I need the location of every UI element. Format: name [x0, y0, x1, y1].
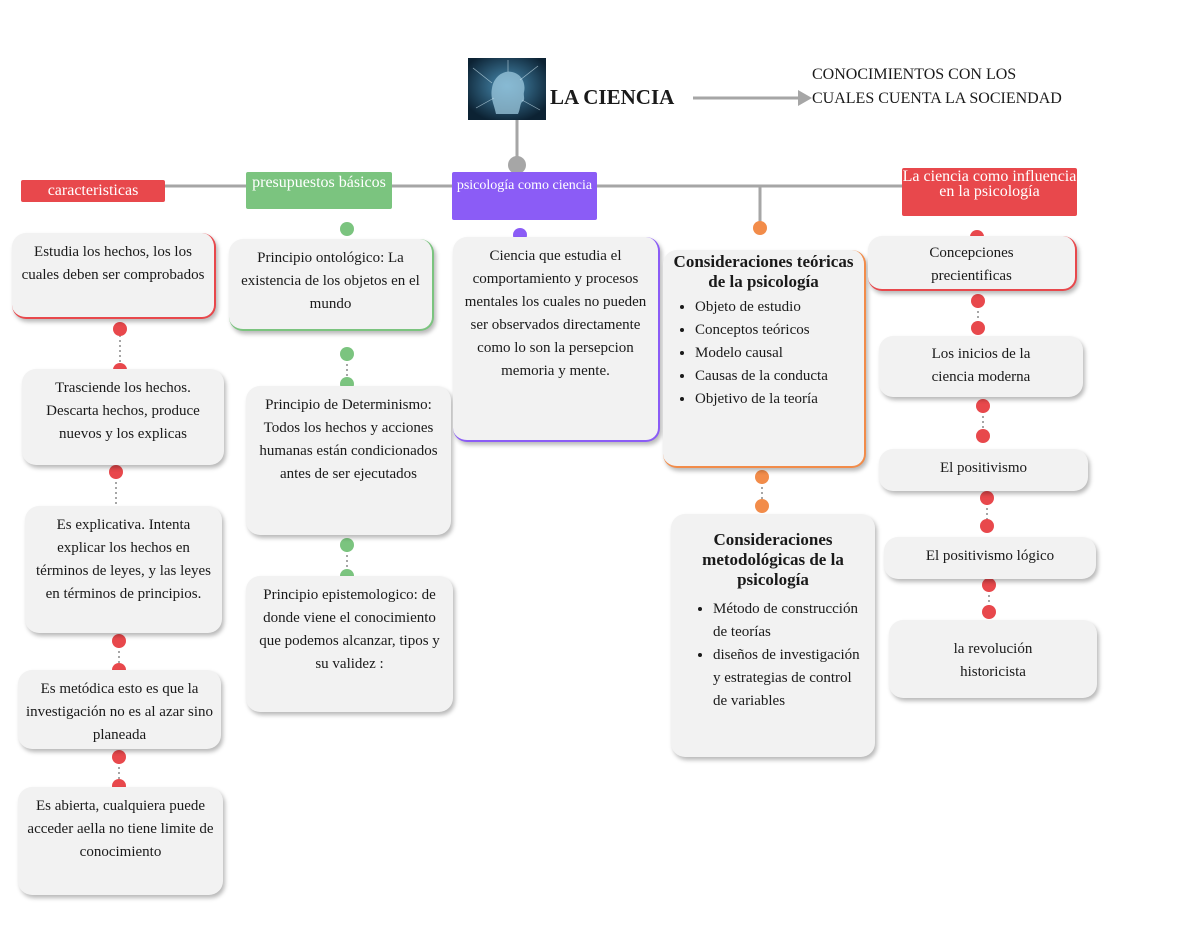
card-influencia-1: Concepciones precientificas: [868, 236, 1077, 291]
connector-dot: [980, 491, 994, 505]
list-item: Conceptos teóricos: [695, 319, 858, 342]
connector-dot: [971, 321, 985, 335]
list-item: Causas de la conducta: [695, 365, 858, 388]
teoricas-title: Consideraciones teóricas de la psicologí…: [673, 252, 854, 291]
card-consideraciones-metodologicas: Consideraciones metodológicas de la psic…: [671, 514, 875, 757]
header-psicologia: psicología como ciencia: [452, 172, 597, 220]
root-description: CONOCIMIENTOS CON LOS CUALES CUENTA LA S…: [812, 66, 1062, 107]
card-caracteristica-4: Es metódica esto es que la investigación…: [18, 670, 221, 749]
card-presupuesto-2: Principio de Determinismo: Todos los hec…: [246, 386, 451, 535]
orange-branch-dot: [753, 221, 767, 235]
card-influencia-2: Los inicios de la ciencia moderna: [879, 336, 1083, 397]
card-caracteristica-1: Estudia los hechos, los los cuales deben…: [12, 233, 216, 319]
connector-dot: [113, 322, 127, 336]
card-caracteristica-2: Trasciende los hechos. Descarta hechos, …: [22, 369, 224, 465]
green-connector-dot: [340, 222, 354, 236]
connector-dot: [755, 499, 769, 513]
card-caracteristica-5: Es abierta, cualquiera puede acceder ael…: [18, 787, 223, 895]
root-title: LA CIENCIA: [550, 85, 675, 109]
head-network-image: [468, 58, 546, 120]
header-influencia: La ciencia como influencia en la psicolo…: [902, 168, 1077, 216]
connector-dot: [112, 750, 126, 764]
card-presupuesto-3: Principio epistemologico: de donde viene…: [246, 576, 453, 712]
card-presupuesto-1: Principio ontológico: La existencia de l…: [229, 239, 434, 331]
arrow-head: [798, 90, 812, 106]
header-presupuestos: presupuestos básicos: [246, 172, 392, 209]
connector-dot: [980, 519, 994, 533]
teoricas-list: Objeto de estudio Conceptos teóricos Mod…: [669, 296, 858, 411]
list-item: Método de construcción de teorías: [713, 598, 869, 644]
connector-dot: [971, 294, 985, 308]
list-item: Objetivo de la teoría: [695, 388, 858, 411]
card-influencia-4: El positivismo lógico: [884, 537, 1096, 579]
connector-dot: [109, 465, 123, 479]
header-caracteristicas: caracteristicas: [21, 180, 165, 202]
list-item: Modelo causal: [695, 342, 858, 365]
list-item: diseños de investigación y estrategias d…: [713, 644, 869, 713]
card-psicologia-definicion: Ciencia que estudia el comportamiento y …: [453, 237, 660, 442]
connector-dot: [976, 429, 990, 443]
connector-dot: [976, 399, 990, 413]
connector-dot: [755, 470, 769, 484]
list-item: Objeto de estudio: [695, 296, 858, 319]
root-node-dot: [508, 156, 526, 174]
connector-dot: [982, 578, 996, 592]
card-influencia-3: El positivismo: [879, 449, 1088, 491]
connector-dot: [340, 347, 354, 361]
card-caracteristica-3: Es explicativa. Intenta explicar los hec…: [25, 506, 222, 633]
connector-dot: [982, 605, 996, 619]
metodologicas-title: Consideraciones metodológicas de la psic…: [702, 530, 844, 589]
connector-dot: [112, 634, 126, 648]
metodologicas-list: Método de construcción de teorías diseño…: [677, 598, 869, 713]
card-consideraciones-teoricas: Consideraciones teóricas de la psicologí…: [663, 250, 866, 468]
card-influencia-5: la revolución historicista: [889, 620, 1097, 698]
connector-dot: [340, 538, 354, 552]
